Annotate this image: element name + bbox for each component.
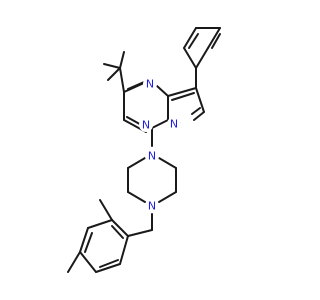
nitrogen-label: N xyxy=(146,78,154,91)
bond xyxy=(119,67,125,93)
bond xyxy=(127,191,146,203)
bond xyxy=(127,157,146,169)
bond xyxy=(67,251,81,273)
bond xyxy=(195,87,205,113)
bond xyxy=(79,227,89,253)
nitrogen-label: N xyxy=(170,118,178,131)
bond xyxy=(87,219,113,229)
bond xyxy=(207,27,221,49)
nitrogen-label: N xyxy=(148,200,156,213)
bond xyxy=(127,229,153,237)
bond xyxy=(151,119,169,129)
bonds xyxy=(67,27,221,273)
bond xyxy=(99,259,119,268)
bond xyxy=(103,63,121,69)
bond xyxy=(195,47,209,69)
atom-n-piperazine-top: N xyxy=(145,149,159,163)
bond xyxy=(127,81,145,90)
nitrogen-label: N xyxy=(142,119,150,132)
bond xyxy=(191,107,201,115)
atom-n-pyrazole: N xyxy=(167,117,181,131)
bond xyxy=(158,157,177,169)
bond xyxy=(111,225,124,239)
bond xyxy=(193,111,205,121)
bond xyxy=(188,33,199,49)
chemical-structure: N N N N N xyxy=(67,27,221,273)
atom-labels: N N N N N xyxy=(139,77,181,213)
bond xyxy=(111,219,129,237)
bond xyxy=(171,92,195,101)
bond xyxy=(84,232,93,253)
atom-n-pyrimidine: N xyxy=(143,77,157,91)
bond xyxy=(167,87,197,97)
bond xyxy=(99,199,113,221)
bond xyxy=(79,251,97,273)
bond xyxy=(156,85,169,97)
bond xyxy=(158,191,177,203)
bond xyxy=(211,33,221,49)
bond xyxy=(119,51,125,69)
bond xyxy=(95,263,121,273)
atom-n-piperazine-bottom: N xyxy=(145,199,159,213)
nitrogen-label: N xyxy=(148,150,156,163)
bond xyxy=(119,235,129,265)
atom-n-bridge: N xyxy=(139,118,153,132)
bond xyxy=(183,47,197,69)
bond xyxy=(107,67,121,81)
bond xyxy=(183,27,197,49)
